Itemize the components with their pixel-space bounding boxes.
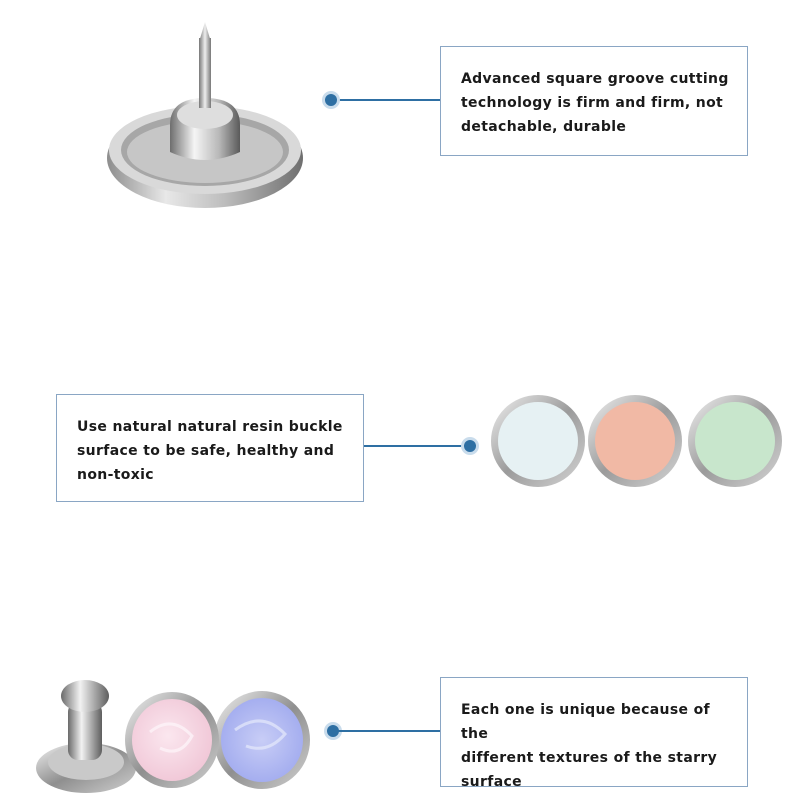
feature-callout-groove: Advanced square groove cutting technolog… [440,46,748,156]
connector-line [335,730,440,732]
callout-dot [327,725,339,737]
starry-buttons-pair-image [36,680,310,793]
feature-section-resin: Use natural natural resin buckle surface… [0,380,800,510]
connector-line [333,99,440,101]
metal-tack-button-image [107,22,303,208]
resin-buttons-trio-image [491,395,782,487]
feature-section-groove: Advanced square groove cutting technolog… [0,0,800,230]
feature-section-starry: Each one is unique because of the differ… [0,650,800,800]
feature-text-groove: Advanced square groove cutting technolog… [461,71,729,135]
feature-text-resin: Use natural natural resin buckle surface… [77,419,343,483]
connector-line [364,445,470,447]
callout-dot [325,94,337,106]
feature-callout-starry: Each one is unique because of the differ… [440,677,748,790]
callout-dot [464,440,476,452]
feature-callout-resin: Use natural natural resin buckle surface… [56,394,364,502]
feature-text-starry: Each one is unique because of the differ… [461,702,718,790]
